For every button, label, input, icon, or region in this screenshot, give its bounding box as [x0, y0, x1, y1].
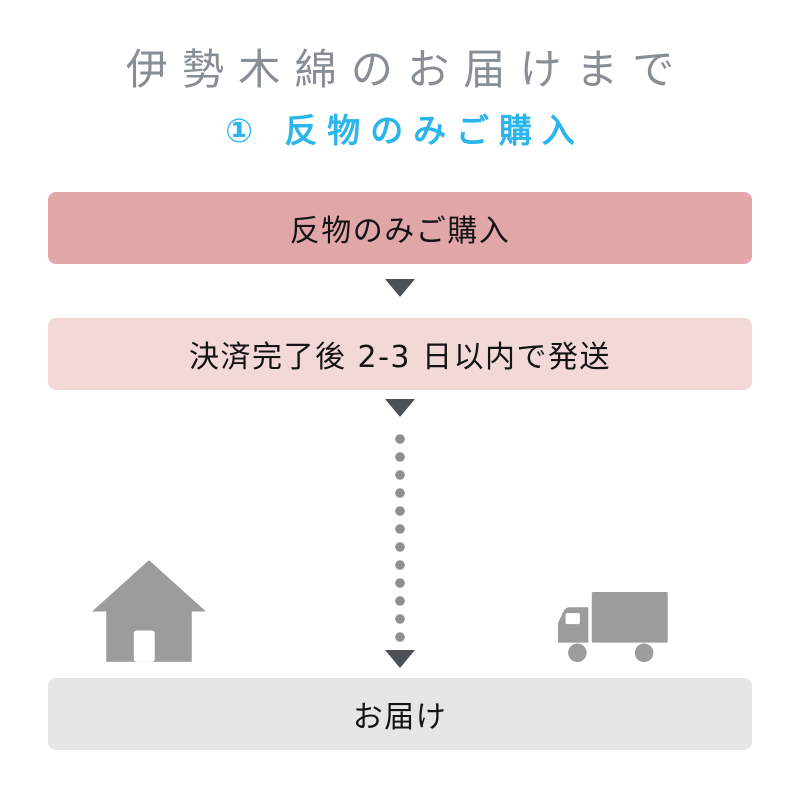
truck-icon — [556, 592, 668, 668]
section-subtitle: ① 反物のみご購入 — [225, 111, 585, 150]
arrow-down-icon — [385, 399, 415, 417]
arrow-down-icon — [385, 279, 415, 297]
arrow-down-icon — [385, 650, 415, 668]
house-icon — [92, 560, 206, 662]
page-title: 伊勢木綿のお届けまで — [125, 45, 689, 94]
step-delivery-bar: お届け — [48, 678, 752, 750]
step-delivery-label: お届け — [352, 700, 448, 735]
step-purchase-bar: 反物のみご購入 — [48, 192, 752, 264]
step-shipping-bar: 決済完了後 2-3 日以内で発送 — [48, 318, 752, 390]
dotted-line-connector — [394, 430, 406, 644]
step-purchase-label: 反物のみご購入 — [289, 214, 511, 249]
step-shipping-label: 決済完了後 2-3 日以内で発送 — [188, 340, 612, 375]
